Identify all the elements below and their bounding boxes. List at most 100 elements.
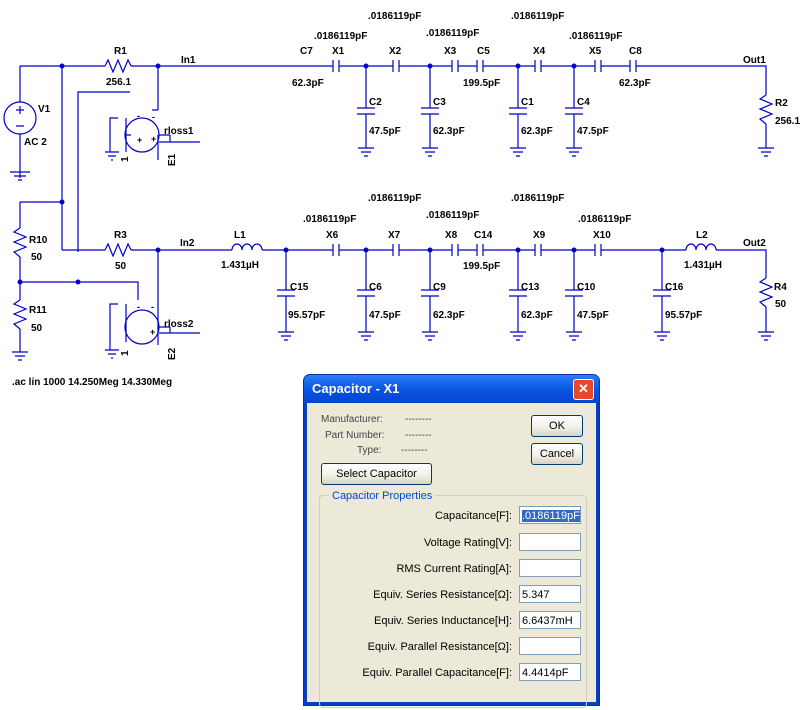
label-c16: C16: [665, 282, 684, 293]
voltage-rating-label: Voltage Rating[V]:: [423, 537, 512, 549]
bottom-circuit-wires: [12, 202, 774, 361]
label-r11-value: 50: [31, 323, 43, 334]
label-c6: C6: [369, 282, 382, 293]
label-c1: C1: [521, 97, 534, 108]
e2-source[interactable]: - - +: [124, 302, 160, 345]
label-x1-value: .0186119pF: [314, 31, 367, 42]
top-series-capacitors[interactable]: [332, 60, 637, 115]
label-x8: X8: [445, 230, 458, 241]
capacitor-dialog: Capacitor - X1 ✕ Manufacturer: -------- …: [303, 374, 600, 708]
type-value: --------: [401, 445, 428, 456]
label-c10-value: 47.5pF: [577, 310, 609, 321]
label-out2: Out2: [743, 238, 766, 249]
label-x6: X6: [326, 230, 339, 241]
label-r11: R11: [29, 305, 47, 316]
part-number-label: Part Number:: [325, 430, 385, 441]
label-l2-value: 1.431µH: [684, 260, 722, 271]
esl-label: Equiv. Series Inductance[H]:: [374, 615, 512, 627]
label-x9: X9: [533, 230, 546, 241]
voltage-rating-input[interactable]: [519, 533, 581, 551]
esr-input[interactable]: 5.347: [519, 585, 581, 603]
label-c7-value: 62.3pF: [292, 78, 324, 89]
label-rloss1: rloss1: [164, 126, 194, 137]
dialog-titlebar[interactable]: Capacitor - X1 ✕: [304, 375, 599, 403]
label-l2: L2: [696, 230, 708, 241]
inductors[interactable]: [231, 243, 717, 251]
spice-directive[interactable]: .ac lin 1000 14.250Meg 14.330Meg: [12, 377, 173, 388]
label-r2-value: 256.1: [775, 116, 800, 127]
type-label: Type:: [357, 445, 382, 456]
epc-input[interactable]: 4.4414pF: [519, 663, 581, 681]
v1-source[interactable]: [3, 101, 37, 135]
manufacturer-label: Manufacturer:: [321, 414, 383, 425]
label-v1: V1: [38, 104, 51, 115]
label-x3: X3: [444, 46, 457, 57]
label-c13: C13: [521, 282, 540, 293]
dialog-body: Manufacturer: -------- Part Number: ----…: [307, 403, 596, 708]
epr-input[interactable]: [519, 637, 581, 655]
label-x9-value: .0186119pF: [511, 193, 564, 204]
label-c3-value: 62.3pF: [433, 126, 465, 137]
label-x6-value: .0186119pF: [303, 214, 356, 225]
schematic-canvas[interactable]: - + - + - - +: [0, 0, 806, 372]
label-e2-ground: 1: [120, 350, 131, 356]
capacitance-input[interactable]: .0186119pF: [519, 506, 581, 524]
label-r10: R10: [29, 235, 48, 246]
label-x3-value: .0186119pF: [426, 28, 479, 39]
label-c8-value: 62.3pF: [619, 78, 651, 89]
label-x8-value: .0186119pF: [426, 210, 479, 221]
label-c4-value: 47.5pF: [577, 126, 609, 137]
label-x10: X10: [593, 230, 611, 241]
label-r1-value: 256.1: [106, 77, 131, 88]
epr-label: Equiv. Parallel Resistance[Ω]:: [367, 641, 512, 653]
label-c6-value: 47.5pF: [369, 310, 401, 321]
e1-source[interactable]: - + - +: [124, 111, 160, 160]
label-c3: C3: [433, 97, 446, 108]
manufacturer-value: --------: [405, 414, 432, 425]
label-c7: C7: [300, 46, 313, 57]
label-x5: X5: [589, 46, 602, 57]
label-c13-value: 62.3pF: [521, 310, 553, 321]
svg-text:-: -: [152, 112, 155, 122]
label-c14-value: 199.5pF: [463, 261, 500, 272]
label-x7: X7: [388, 230, 401, 241]
select-capacitor-button[interactable]: Select Capacitor: [321, 463, 432, 485]
label-c5-value: 199.5pF: [463, 78, 500, 89]
rms-current-input[interactable]: [519, 559, 581, 577]
label-x2: X2: [389, 46, 402, 57]
label-e1-ground: 1: [120, 156, 131, 162]
label-r4-value: 50: [775, 299, 787, 310]
label-rloss2: rloss2: [164, 319, 194, 330]
component-labels: R1 256.1 In1 V1 AC 2 rloss1 E1 1 C7 62.3…: [24, 11, 800, 360]
bottom-capacitors[interactable]: [277, 244, 671, 297]
label-c5: C5: [477, 46, 490, 57]
rms-current-label: RMS Current Rating[A]:: [396, 563, 512, 575]
label-c16-value: 95.57pF: [665, 310, 702, 321]
label-x7-value: .0186119pF: [368, 193, 421, 204]
label-c8: C8: [629, 46, 642, 57]
svg-text:-: -: [137, 111, 140, 121]
label-e2: E2: [167, 347, 178, 360]
label-e1: E1: [167, 153, 178, 166]
top-circuit-wires: [10, 58, 774, 252]
cancel-button[interactable]: Cancel: [531, 443, 583, 465]
ok-button[interactable]: OK: [531, 415, 583, 437]
label-c9-value: 62.3pF: [433, 310, 465, 321]
label-x10-value: .0186119pF: [578, 214, 631, 225]
label-l1: L1: [234, 230, 246, 241]
close-icon[interactable]: ✕: [573, 379, 594, 400]
label-x5-value: .0186119pF: [569, 31, 622, 42]
label-r10-value: 50: [31, 252, 43, 263]
label-x2-value: .0186119pF: [368, 11, 421, 22]
dialog-title: Capacitor - X1: [312, 381, 400, 396]
capacitor-properties-title: Capacitor Properties: [329, 490, 436, 502]
svg-text:+: +: [151, 134, 156, 144]
label-r2: R2: [775, 98, 788, 109]
label-out1: Out1: [743, 55, 766, 66]
label-in1: In1: [181, 55, 196, 66]
label-r3: R3: [114, 230, 127, 241]
label-c2: C2: [369, 97, 382, 108]
esl-input[interactable]: 6.6437mH: [519, 611, 581, 629]
label-c2-value: 47.5pF: [369, 126, 401, 137]
label-r1: R1: [114, 46, 127, 57]
